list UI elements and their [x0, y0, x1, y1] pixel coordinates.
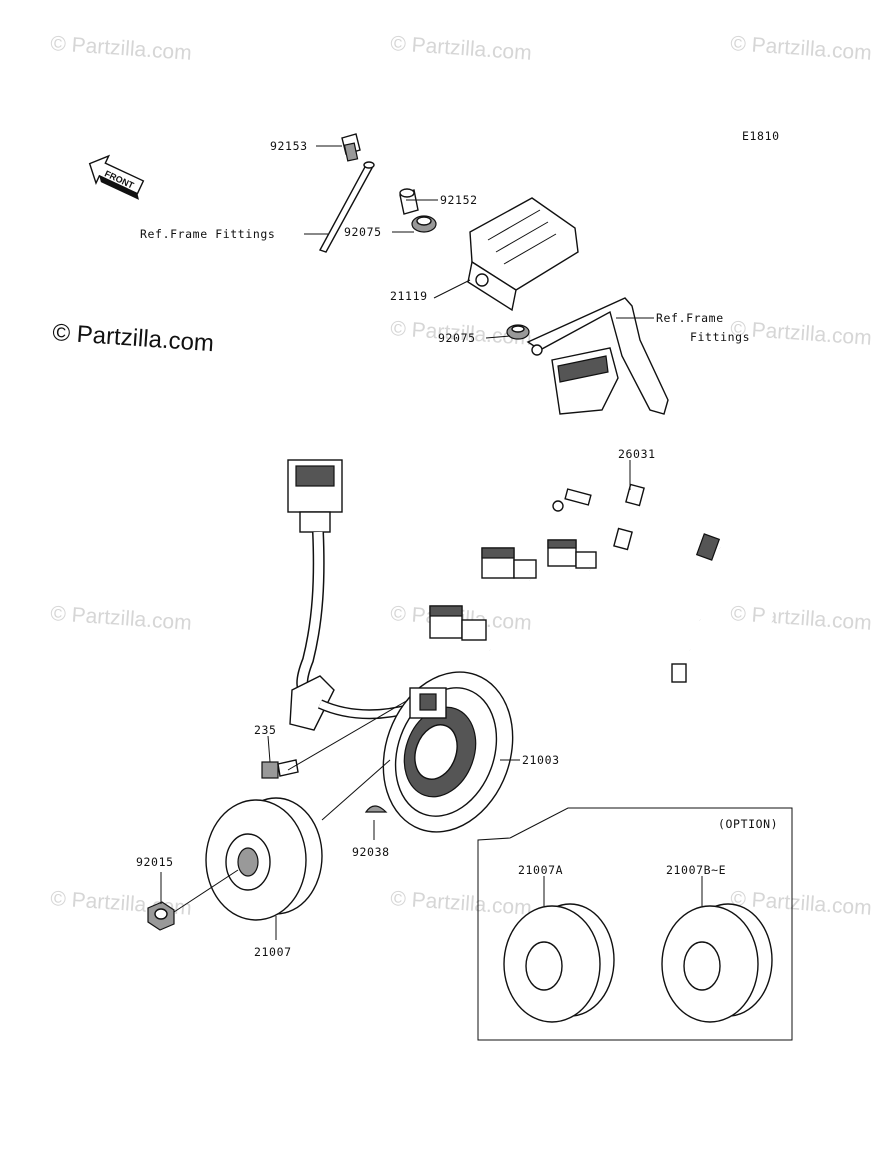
front-arrow-icon: FRONT — [88, 154, 145, 200]
watermark: © Partzilla.com — [730, 32, 873, 65]
nut-92015 — [147, 901, 175, 931]
stator-connector — [287, 459, 343, 533]
watermark: © Partzilla.com — [50, 602, 193, 635]
callout-21003: 21003 — [522, 753, 560, 767]
watermark: © Partzilla.com — [730, 317, 873, 350]
callout-21119: 21119 — [390, 289, 428, 303]
stator-lead-wire — [289, 531, 422, 731]
callout-92153: 92153 — [270, 139, 308, 153]
harness-connector-2 — [547, 539, 597, 569]
option-title: (OPTION) — [718, 817, 778, 831]
collar-92152 — [399, 188, 419, 215]
rotor-21007A — [503, 903, 615, 1023]
callout-ref-frame-right-line1: Ref.Frame — [656, 311, 724, 325]
callout-235: 235 — [254, 723, 277, 737]
callout-92075-upper: 92075 — [344, 225, 382, 239]
regulator-21119 — [467, 197, 579, 312]
watermark: © Partzilla.com — [730, 602, 873, 635]
diagram-code: E1810 — [742, 129, 780, 143]
regulator-connector — [551, 347, 619, 415]
callout-92075-lower: 92075 — [438, 331, 476, 345]
partzilla-logo: © Partzilla.com — [52, 319, 215, 357]
grommet-92075-upper — [411, 215, 437, 233]
callout-ref-frame-fittings-left: Ref.Frame Fittings — [140, 227, 275, 241]
watermark: © Partzilla.com — [390, 32, 533, 65]
ring-terminal — [552, 488, 592, 512]
callout-labels: 92153 92152 92075 Ref.Frame Fittings 211… — [136, 139, 750, 959]
key-92038 — [364, 805, 388, 813]
harness-connector-3 — [429, 605, 487, 641]
callout-92152: 92152 — [440, 193, 478, 207]
stator-21003 — [382, 671, 514, 833]
callout-ref-frame-right-line2: Fittings — [690, 330, 750, 344]
watermark: © Partzilla.com — [390, 887, 533, 920]
callout-lines — [160, 145, 703, 940]
frame-bracket — [526, 297, 669, 415]
callout-92015: 92015 — [136, 855, 174, 869]
callout-21007B-E: 21007B~E — [666, 863, 726, 877]
harness-connector-1 — [481, 547, 537, 579]
bolt-235 — [261, 759, 299, 779]
strap-band — [318, 161, 375, 253]
callout-21007A: 21007A — [518, 863, 563, 877]
callout-92038: 92038 — [352, 845, 390, 859]
wiring-harness-26031 — [489, 414, 774, 690]
option-box: (OPTION) — [477, 807, 793, 1041]
watermark: © Partzilla.com — [50, 32, 193, 65]
bolt-92153 — [341, 133, 361, 162]
grommet-92075-lower — [506, 324, 530, 340]
rotor-21007B-E — [661, 903, 773, 1023]
callout-26031: 26031 — [618, 447, 656, 461]
callout-21007: 21007 — [254, 945, 292, 959]
rotor-21007 — [205, 797, 323, 921]
